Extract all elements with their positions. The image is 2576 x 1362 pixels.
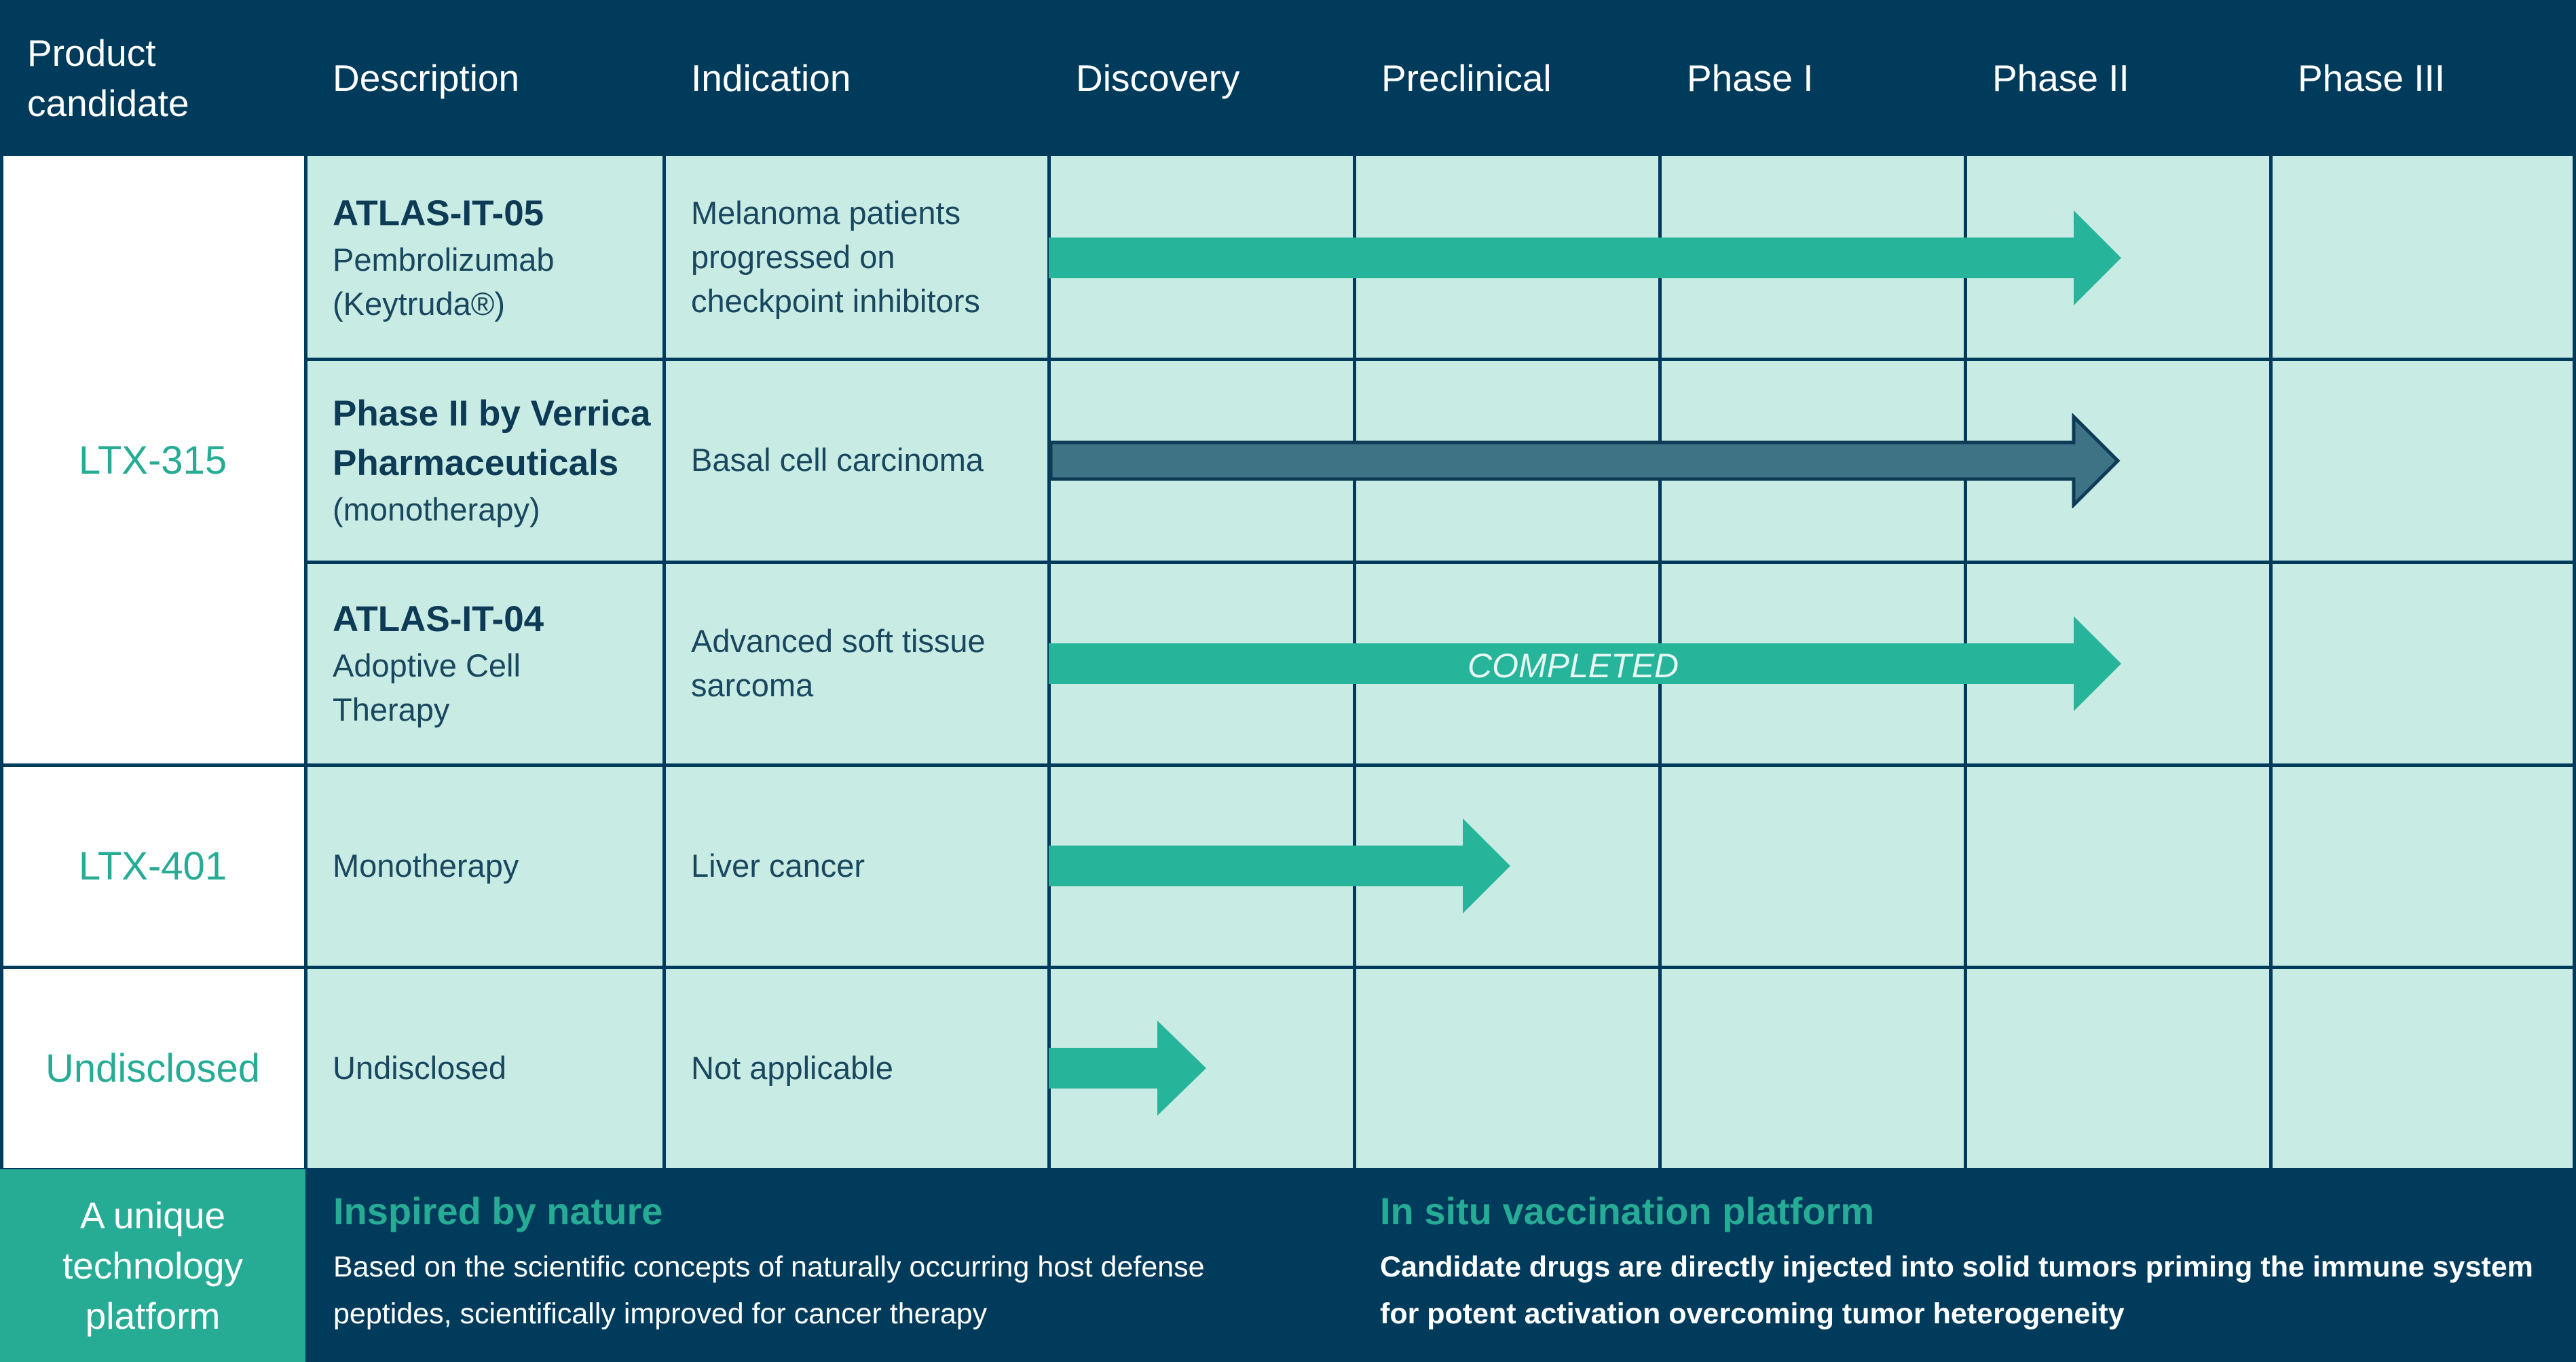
row-1-indication-text: Melanoma patients progressed on checkpoi… (691, 195, 980, 319)
grid-line (1964, 0, 1967, 1169)
grid-line (2573, 0, 2576, 1169)
row-3-description-line-1: Adoptive Cell (333, 647, 521, 684)
grid-line (1658, 0, 1662, 1169)
row-5-description: Undisclosed (305, 967, 664, 1169)
row-3-arrow-label: COMPLETED (1468, 647, 1679, 685)
candidate-ltx-315: LTX-315 (0, 156, 305, 765)
row-2-description-title: Phase II by Verrica Pharmaceuticals (333, 393, 651, 484)
row-5-arrow-shape (1049, 1021, 1206, 1116)
grid-line (0, 966, 2576, 969)
row-1-description-title: ATLAS-IT-05 (333, 193, 544, 234)
header-indication: Indication (664, 0, 1049, 156)
footer-col-2-title: In situ vaccination platform (1380, 1190, 1875, 1232)
row-5-progress-arrow (1049, 1021, 1206, 1116)
row-1-description-line-1: Pembrolizumab (333, 242, 555, 278)
footer-col-1-title: Inspired by nature (333, 1190, 663, 1232)
grid-line (662, 0, 666, 1169)
row-2-indication: Basal cell carcinoma (664, 359, 1049, 562)
row-5-indication-text: Not applicable (691, 1049, 893, 1086)
row-4-indication-text: Liver cancer (691, 847, 865, 884)
row-3-description: ATLAS-IT-04 Adoptive Cell Therapy (305, 562, 664, 765)
row-4-description: Monotherapy (305, 765, 664, 967)
candidate-ltx-401: LTX-401 (0, 765, 305, 967)
row-1-description: ATLAS-IT-05 Pembrolizumab (Keytruda®) (305, 156, 664, 359)
grid-line (0, 0, 3, 1362)
row-1-description-line-2: (Keytruda®) (333, 286, 506, 322)
header-description: Description (305, 0, 664, 156)
grid-line (304, 0, 307, 1169)
grid-line (0, 763, 2576, 767)
header-discovery: Discovery (1049, 0, 1354, 156)
row-4-progress-arrow (1049, 818, 1510, 913)
footer-col-2-text: Candidate drugs are directly injected in… (1380, 1251, 2533, 1330)
grid-line (305, 561, 2576, 564)
row-1-progress-arrow (1049, 210, 2121, 305)
row-5-indication: Not applicable (664, 967, 1049, 1169)
row-3-progress-arrow (1049, 616, 2121, 711)
candidate-undisclosed: Undisclosed (0, 967, 305, 1169)
row-4-indication: Liver cancer (664, 765, 1049, 967)
row-3-description-line-2: Therapy (333, 692, 450, 728)
row-2-arrow-shape (1049, 413, 2121, 508)
row-5-description-line-1: Undisclosed (333, 1049, 507, 1086)
footer-panel (305, 1169, 2576, 1362)
grid-line (1353, 0, 1356, 1169)
row-2-description-line-1: (monotherapy) (333, 491, 540, 528)
row-1-arrow-shape (1049, 210, 2121, 305)
row-2-description: Phase II by Verrica Pharmaceuticals (mon… (305, 359, 664, 562)
grid-line (1047, 0, 1051, 1169)
header-preclinical: Preclinical (1354, 0, 1660, 156)
row-3-arrow-shape (1049, 616, 2121, 711)
footer-col-1-text: Based on the scientific concepts of natu… (333, 1251, 1205, 1330)
row-2-indication-text: Basal cell carcinoma (691, 442, 984, 478)
row-3-indication: Advanced soft tissue sarcoma (664, 562, 1049, 765)
grid-line (305, 358, 2576, 361)
row-3-indication-text: Advanced soft tissue sarcoma (691, 622, 986, 703)
row-1-indication: Melanoma patients progressed on checkpoi… (664, 156, 1049, 359)
header-phase-1: Phase I (1660, 0, 1965, 156)
header-phase-3: Phase III (2271, 0, 2576, 156)
grid-line (2269, 0, 2273, 1169)
header-phase-2: Phase II (1965, 0, 2271, 156)
header-product-candidate: Product candidate (0, 0, 305, 156)
row-4-description-line-1: Monotherapy (333, 847, 519, 884)
row-3-description-title: ATLAS-IT-04 (333, 599, 544, 640)
row-4-arrow-shape (1049, 818, 1510, 913)
row-2-progress-arrow (1049, 413, 2121, 508)
footer-platform-label: A unique technology platform (0, 1169, 305, 1362)
